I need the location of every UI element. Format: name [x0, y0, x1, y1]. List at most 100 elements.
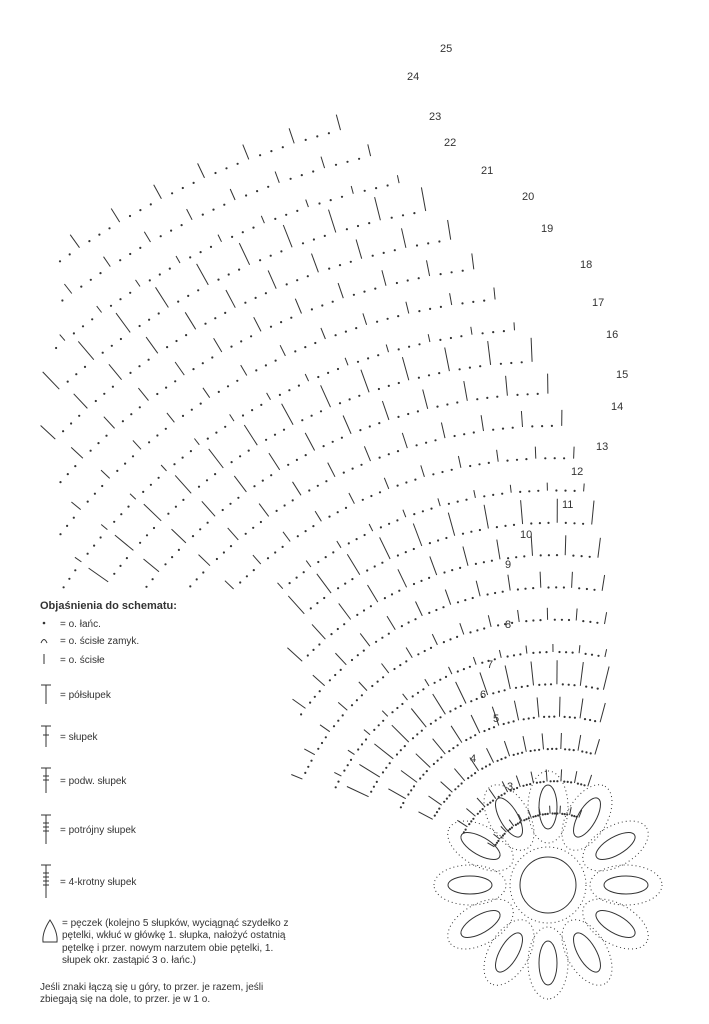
chain-dot	[486, 803, 489, 806]
stitch	[541, 733, 544, 750]
chain-dot	[355, 538, 358, 541]
stitch-rows	[40, 114, 610, 848]
petal-chain	[483, 784, 535, 851]
chain-dot	[541, 813, 544, 816]
chain-dot	[456, 500, 459, 503]
chain-dot	[396, 519, 399, 522]
chain-dot	[543, 715, 546, 719]
row-label: 17	[592, 297, 604, 309]
chain-dot	[202, 571, 205, 574]
chain-dot	[573, 489, 576, 492]
chain-dot	[544, 813, 547, 816]
chain-dot	[428, 576, 431, 580]
chain-dot	[522, 718, 525, 721]
chain-dot	[476, 812, 479, 815]
chain-dot	[390, 593, 394, 596]
arc-icon	[40, 635, 60, 650]
chain-dot	[537, 489, 540, 492]
chain-dot	[504, 623, 507, 626]
chain-dot	[81, 325, 85, 328]
chain-dot	[445, 797, 448, 800]
stitch	[225, 289, 236, 308]
stitch	[291, 774, 303, 780]
chain-dot	[593, 588, 596, 591]
chain-dot	[413, 212, 416, 215]
chain-dot	[281, 146, 284, 149]
chain-dot	[312, 170, 315, 173]
chain-dot	[514, 823, 518, 827]
chain-dot	[580, 783, 583, 786]
chain-dot	[395, 753, 399, 756]
chain-dot	[427, 374, 431, 377]
stitch	[559, 696, 561, 717]
stitch	[305, 199, 309, 208]
chain-dot	[261, 479, 264, 482]
chain-dot	[375, 187, 378, 190]
chain-dot	[108, 227, 111, 230]
chain-dot	[436, 759, 439, 762]
chain-dot	[444, 675, 448, 679]
stitch	[367, 144, 372, 157]
stitch	[224, 580, 234, 590]
stitch	[171, 528, 187, 544]
chain-dot	[481, 332, 484, 335]
chain-dot	[519, 653, 522, 656]
chain-dot	[66, 524, 69, 528]
chain-dot	[597, 654, 600, 657]
chain-dot	[585, 587, 589, 591]
stitch	[504, 665, 511, 690]
chain-dot	[314, 341, 317, 345]
stitch	[385, 344, 389, 353]
chain-dot	[567, 618, 571, 622]
stitch	[583, 483, 585, 492]
chain-dot	[429, 646, 433, 650]
chain-dot	[509, 789, 512, 792]
chain-dot	[502, 330, 505, 333]
chain-dot	[214, 317, 217, 320]
chain-dot	[378, 456, 381, 459]
chain-dot	[395, 281, 398, 285]
chain-dot	[383, 597, 386, 600]
stitch	[138, 387, 149, 401]
chain-dot	[453, 434, 456, 438]
chain-dot	[465, 498, 468, 501]
chain-dot	[417, 653, 420, 656]
chain-dot	[558, 650, 561, 654]
chain-dot	[378, 422, 381, 425]
chain-dot	[421, 510, 424, 513]
chain-dot	[589, 752, 592, 755]
stitch	[440, 781, 453, 793]
chain-dot	[549, 780, 552, 783]
chain-dot	[439, 338, 442, 341]
chain-dot	[510, 361, 513, 365]
stitch	[304, 432, 316, 451]
chain-dot	[379, 526, 382, 529]
chain-dot	[433, 681, 436, 684]
chain-dot	[397, 348, 400, 351]
chain-dot	[449, 336, 452, 340]
stitch	[454, 768, 466, 782]
chain-dot	[318, 690, 321, 693]
stitch	[184, 312, 197, 330]
chain-dot	[552, 780, 556, 783]
chain-dot	[129, 252, 132, 256]
chain-dot	[192, 368, 195, 371]
stitch	[196, 263, 209, 286]
stitch	[462, 546, 469, 566]
chain-dot	[562, 586, 566, 589]
chain-dot	[376, 680, 379, 683]
chain-dot	[116, 469, 119, 472]
stitch	[114, 534, 134, 551]
stitch	[426, 260, 431, 277]
chain-dot	[529, 783, 532, 786]
chain-dot	[174, 505, 177, 508]
chain-dot	[316, 484, 319, 487]
chain-dot	[74, 569, 77, 572]
chain-dot	[461, 269, 464, 272]
chain-dot	[456, 601, 460, 604]
chain-dot	[121, 420, 124, 423]
stitch	[346, 553, 361, 575]
stitch	[463, 381, 468, 401]
chain-dot	[302, 571, 305, 574]
chain-dot	[362, 609, 366, 612]
